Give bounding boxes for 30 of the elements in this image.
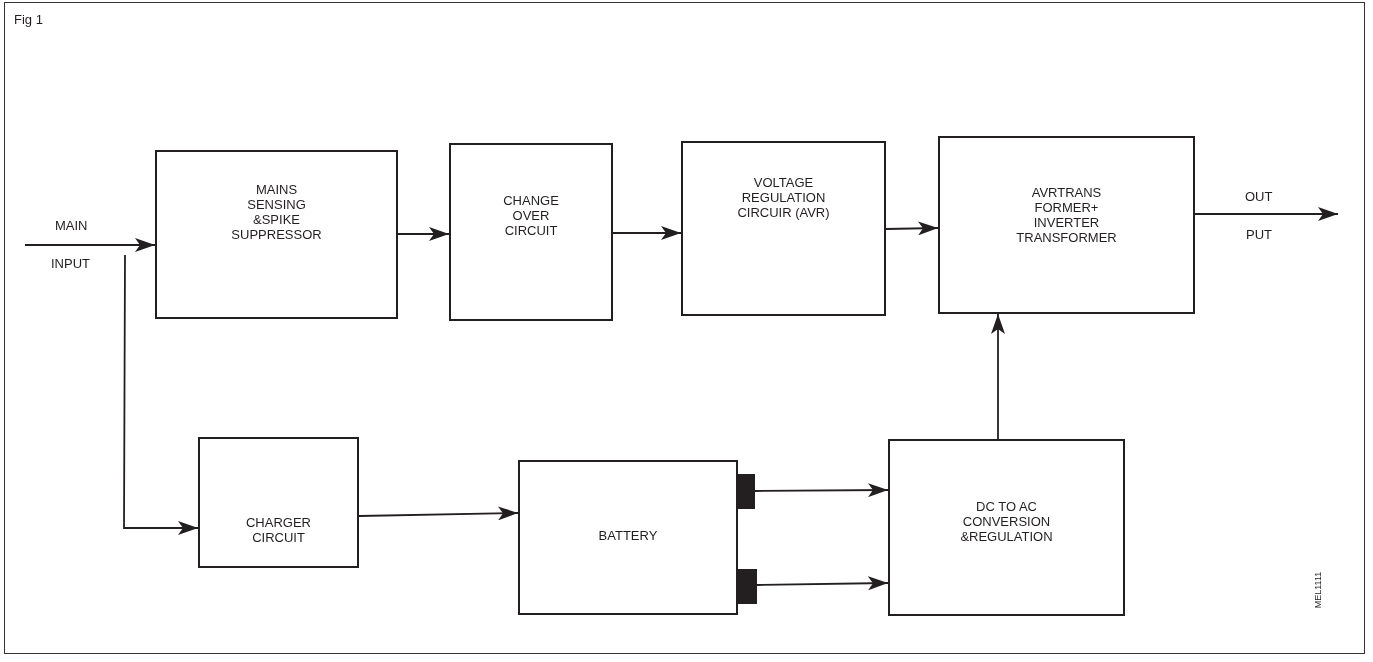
- block-label: CHARGER CIRCUIT: [245, 515, 312, 545]
- arrow: [123, 254, 199, 535]
- block-box: [938, 136, 1195, 314]
- figure-code: MEL1111: [1313, 571, 1324, 609]
- arrow: [756, 576, 889, 591]
- block-box: [198, 437, 359, 568]
- arrow: [358, 506, 519, 521]
- block-box: [888, 439, 1125, 616]
- signal-label: MAIN: [55, 218, 88, 233]
- arrow: [754, 483, 889, 498]
- block-box: [155, 150, 398, 319]
- arrow: [885, 221, 939, 236]
- block-box: [681, 141, 886, 316]
- block-label: DC TO AC CONVERSION &REGULATION: [959, 499, 1054, 544]
- arrow: [991, 313, 1005, 440]
- signal-label: INPUT: [51, 256, 90, 271]
- signal-label: PUT: [1246, 227, 1272, 242]
- arrow: [612, 226, 682, 240]
- block-label: CHANGE OVER CIRCUIT: [502, 193, 560, 238]
- arrow: [397, 227, 450, 241]
- fig-number: Fig 1: [14, 12, 43, 27]
- block-label: VOLTAGE REGULATION CIRCUIR (AVR): [736, 175, 831, 220]
- block-box: [449, 143, 613, 321]
- block-label: BATTERY: [597, 528, 659, 543]
- block-box: [518, 460, 738, 615]
- arrow: [24, 238, 156, 252]
- signal-label: OUT: [1245, 189, 1273, 204]
- block-label: AVRTRANS FORMER+ INVERTER TRANSFORMER: [1015, 185, 1118, 245]
- block-label: MAINS SENSING &SPIKE SUPPRESSOR: [230, 182, 323, 242]
- arrow: [1194, 207, 1339, 221]
